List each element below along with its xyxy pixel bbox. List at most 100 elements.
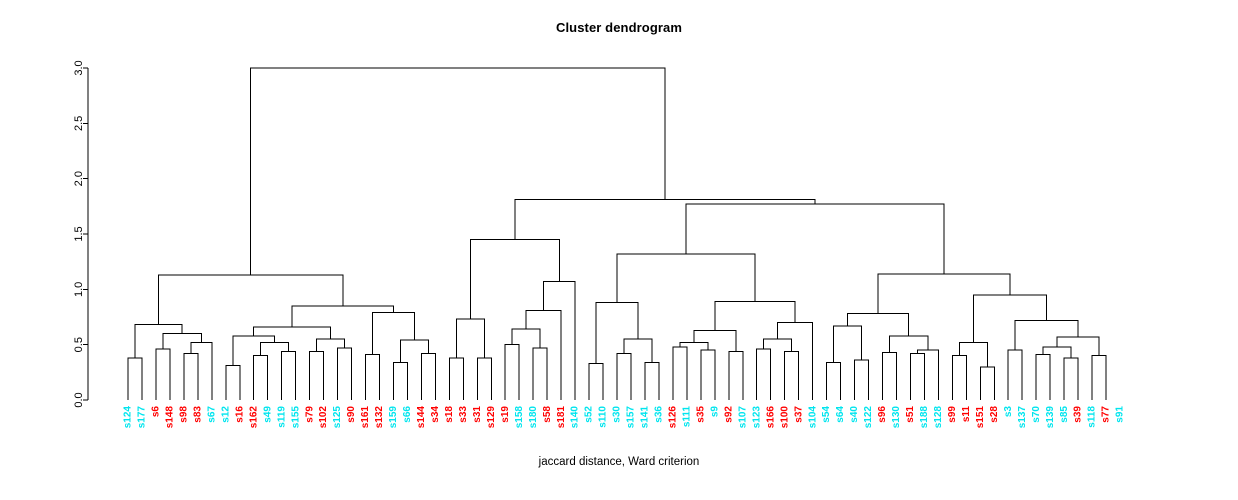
leaf-label: s64 bbox=[835, 406, 846, 423]
dendrogram-link bbox=[365, 354, 380, 400]
dendrogram-link bbox=[854, 359, 870, 400]
leaf-label: s139 bbox=[1045, 406, 1056, 429]
leaf-label: s151 bbox=[975, 406, 986, 429]
dendrogram-link bbox=[543, 281, 576, 400]
dendrogram-link bbox=[504, 344, 520, 400]
leaf-label: s18 bbox=[444, 406, 455, 423]
leaf-label: s67 bbox=[206, 406, 217, 423]
dendrogram-link bbox=[616, 253, 756, 303]
dendrogram-link bbox=[756, 348, 772, 400]
leaf-label: s52 bbox=[584, 406, 595, 423]
dendrogram-link bbox=[250, 67, 666, 275]
leaf-label: s37 bbox=[793, 406, 804, 423]
leaf-label: s159 bbox=[388, 406, 399, 429]
dendrogram-link bbox=[588, 362, 604, 400]
dendrogram-link bbox=[909, 353, 925, 400]
leaf-label: s92 bbox=[723, 406, 734, 423]
dendrogram-link bbox=[1063, 357, 1079, 400]
dendrogram-link bbox=[916, 349, 939, 400]
leaf-label: s124 bbox=[123, 406, 134, 429]
dendrogram-link bbox=[714, 301, 796, 331]
leaf-label: s128 bbox=[933, 406, 944, 429]
dendrogram-link bbox=[644, 361, 660, 400]
dendrogram-link bbox=[685, 203, 945, 274]
dendrogram-link bbox=[455, 318, 485, 358]
dendrogram-link bbox=[693, 329, 737, 352]
dendrogram-link bbox=[225, 365, 241, 400]
y-axis-tick-label: 0.0 bbox=[73, 392, 85, 407]
leaf-label: s90 bbox=[346, 406, 357, 423]
y-axis-tick-label: 2.0 bbox=[73, 171, 85, 186]
dendrogram-link bbox=[399, 339, 429, 363]
leaf-label: s181 bbox=[556, 406, 567, 429]
leaf-label: s162 bbox=[248, 406, 259, 429]
dendrogram-link bbox=[291, 305, 394, 327]
leaf-label: s35 bbox=[695, 406, 706, 423]
leaf-label: s125 bbox=[332, 406, 343, 429]
leaf-label: s98 bbox=[179, 406, 190, 423]
leaf-label: s19 bbox=[500, 406, 511, 423]
leaf-label: s6 bbox=[151, 406, 162, 418]
y-axis-tick-label: 0.5 bbox=[73, 337, 85, 352]
leaf-label: s58 bbox=[542, 406, 553, 423]
dendrogram-link bbox=[1091, 355, 1107, 400]
dendrogram-link bbox=[392, 361, 408, 400]
leaf-label: s11 bbox=[961, 406, 972, 423]
dendrogram-link bbox=[700, 349, 716, 400]
leaf-label: s126 bbox=[668, 406, 679, 429]
leaf-label: s51 bbox=[905, 406, 916, 423]
leaf-label: s155 bbox=[290, 406, 301, 429]
y-axis-tick-label: 3.0 bbox=[73, 60, 85, 75]
dendrogram-link bbox=[833, 325, 863, 363]
dendrogram-link bbox=[448, 357, 464, 400]
leaf-label: s16 bbox=[234, 406, 245, 423]
dendrogram-link bbox=[372, 312, 415, 355]
dendrogram-link bbox=[525, 309, 562, 400]
dendrogram-link bbox=[777, 322, 814, 400]
leaf-label: s91 bbox=[1115, 406, 1126, 423]
dendrogram-link bbox=[728, 350, 744, 400]
dendrogram-link bbox=[672, 346, 688, 400]
leaf-label: s100 bbox=[779, 406, 790, 429]
dendrogram-link bbox=[469, 239, 560, 320]
dendrogram-link bbox=[281, 350, 297, 400]
leaf-label: s66 bbox=[402, 406, 413, 423]
dendrogram-link bbox=[183, 353, 199, 400]
leaf-label: s118 bbox=[1087, 406, 1098, 428]
dendrogram-link bbox=[253, 326, 332, 340]
leaf-label: s144 bbox=[416, 406, 427, 429]
dendrogram-link bbox=[420, 353, 436, 400]
dendrogram-link bbox=[1007, 349, 1023, 400]
leaf-label: s28 bbox=[989, 406, 1000, 423]
leaf-label: s157 bbox=[626, 406, 637, 429]
leaf-label: s54 bbox=[821, 406, 832, 423]
leaf-label: s102 bbox=[318, 406, 329, 429]
leaf-label: s77 bbox=[1101, 406, 1112, 423]
leaf-label: s104 bbox=[807, 406, 818, 429]
leaf-label: s111 bbox=[682, 406, 693, 428]
leaf-label: s33 bbox=[458, 406, 469, 423]
dendrogram-link bbox=[623, 338, 653, 363]
leaf-label: s130 bbox=[891, 406, 902, 429]
x-axis-label: jaccard distance, Ward criterion bbox=[538, 456, 700, 468]
dendrogram-link bbox=[958, 341, 988, 367]
dendrogram-link bbox=[826, 361, 842, 400]
dendrogram-link bbox=[316, 338, 346, 352]
dendrogram-link bbox=[162, 333, 202, 350]
dendrogram-link bbox=[476, 357, 492, 400]
dendrogram-link bbox=[951, 355, 967, 400]
leaf-label: s148 bbox=[165, 406, 176, 429]
leaf-label: s180 bbox=[528, 406, 539, 429]
leaf-label: s141 bbox=[640, 406, 651, 429]
leaf-label: s123 bbox=[751, 406, 762, 429]
dendrogram-link bbox=[260, 341, 290, 356]
dendrogram-link bbox=[877, 273, 1011, 314]
dendrogram-link bbox=[158, 274, 344, 325]
dendrogram-link bbox=[532, 347, 548, 400]
leaf-label: s129 bbox=[486, 406, 497, 429]
leaf-label: s31 bbox=[472, 406, 483, 423]
dendrogram-link bbox=[972, 294, 1048, 343]
leaf-label: s40 bbox=[849, 406, 860, 423]
